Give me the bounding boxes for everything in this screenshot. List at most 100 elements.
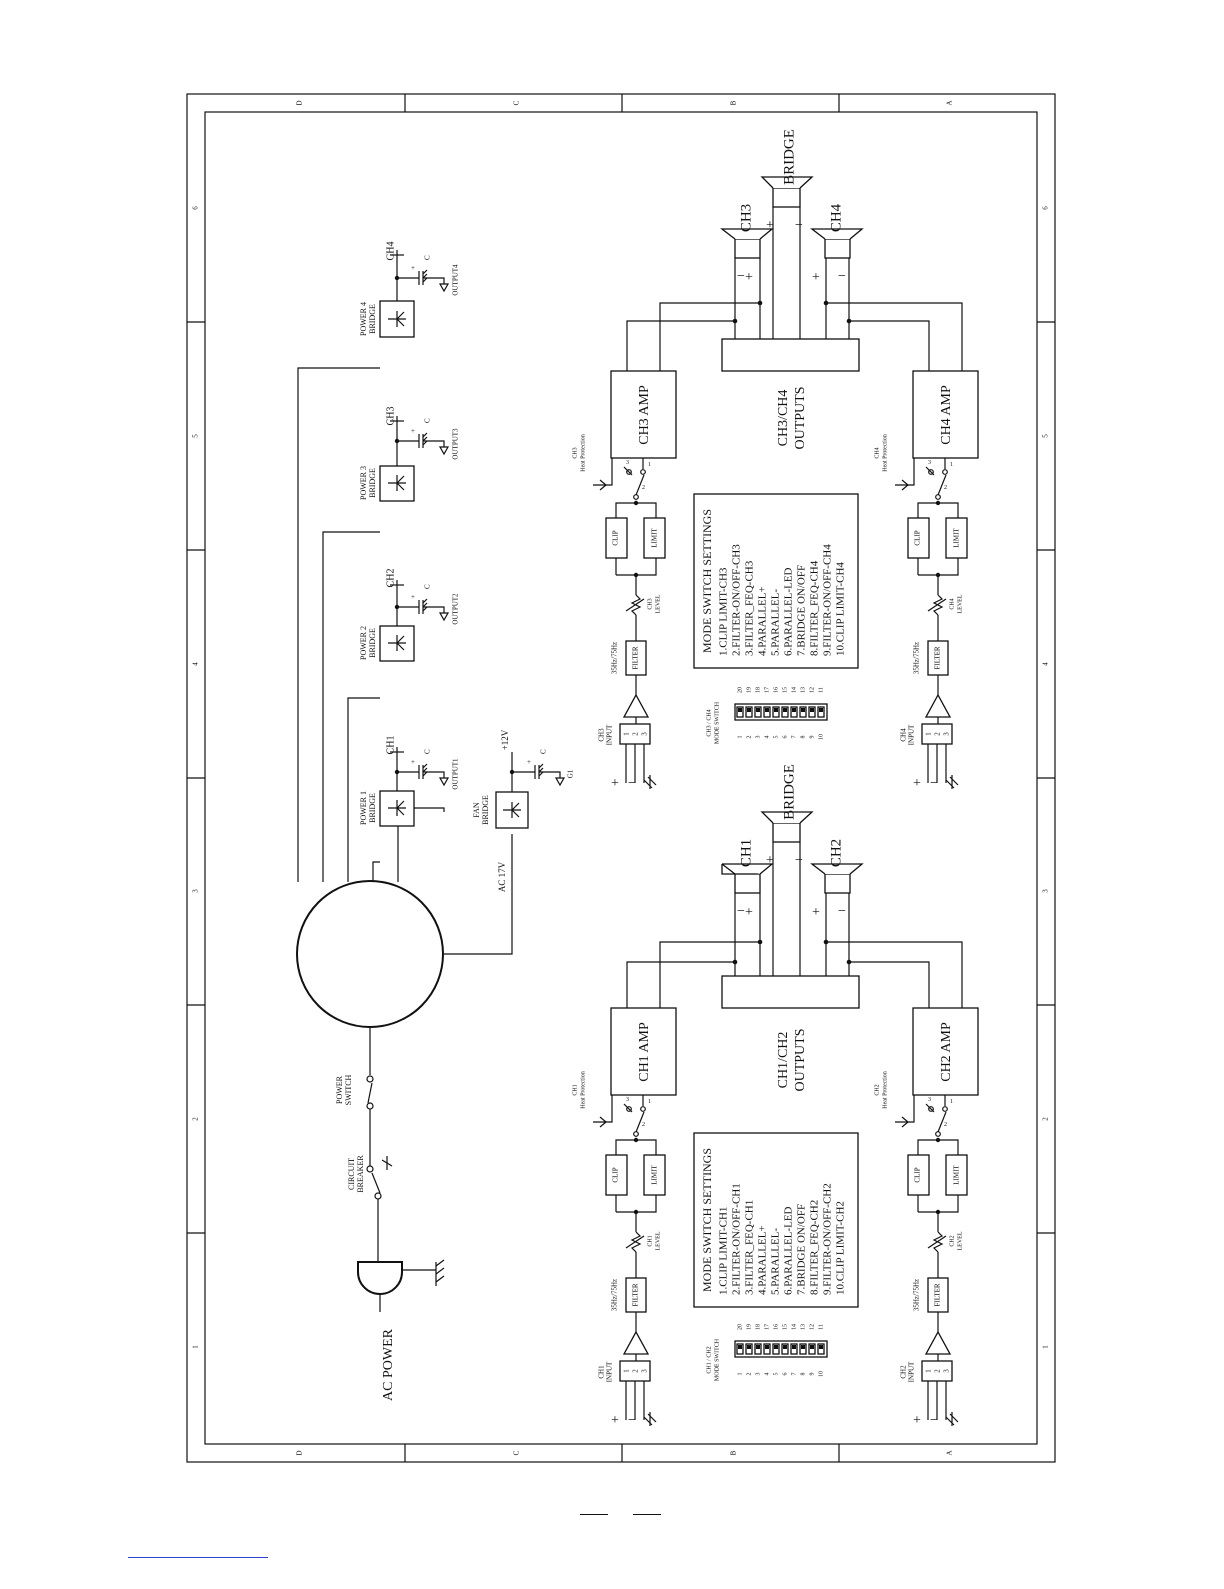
input-pin-number: 3 — [641, 732, 649, 736]
plus-sign: + — [745, 270, 753, 285]
speaker-label-bridge: BRIDGE — [781, 764, 797, 820]
fan-voltage-label: +12V — [500, 729, 510, 750]
junction — [633, 1137, 639, 1143]
switch-pin-number: 1 — [950, 462, 953, 468]
wire — [917, 502, 959, 518]
bridge-label-3a: POWER 3 — [359, 466, 368, 500]
power-switch-label-1: POWER — [335, 1075, 344, 1104]
dip-toggle-knob — [801, 1345, 805, 1349]
level-label-word: LEVEL — [957, 1231, 963, 1250]
arrow-icon — [599, 479, 607, 491]
output-label-2: OUTPUT2 — [452, 593, 460, 625]
switch-pin-number: 3 — [928, 1097, 931, 1103]
mode-setting-item: 3.FILTER_FEQ-CH1 — [744, 1200, 756, 1295]
pot-wiper — [625, 598, 645, 612]
dip-pin-number: 12 — [809, 687, 815, 693]
switch-contact — [928, 469, 934, 475]
dip-pin-number: 8 — [800, 1373, 806, 1376]
switch-contact — [942, 1106, 948, 1112]
bridge-label-4b: BRIDGE — [368, 304, 377, 334]
buffer-amp-icon — [924, 1330, 952, 1355]
mode-setting-item: 5.PARALLEL- — [770, 1228, 782, 1295]
switch-cross — [925, 1103, 935, 1113]
zone-label-right-4: 4 — [1042, 662, 1050, 666]
wire — [615, 1139, 657, 1155]
input-plus-sign: + — [913, 1413, 921, 1428]
dip-pin-number: 19 — [746, 687, 752, 693]
dip-toggle-knob — [792, 1345, 796, 1349]
limit-box — [945, 1154, 968, 1196]
dip-label-line-1: CH1 / CH2 — [706, 1346, 712, 1373]
input-label-word: INPUT — [908, 724, 916, 745]
filter-label: FILTER — [934, 646, 942, 669]
ac17v-label: AC 17V — [497, 861, 507, 892]
dip-toggle-knob — [765, 1345, 769, 1349]
heat-protection-label-word: Heat Protection — [580, 1071, 586, 1109]
zone-label-bottom-b: B — [730, 1450, 738, 1455]
input-pin-number: 2 — [632, 732, 640, 736]
footer-rule-right — [633, 1514, 661, 1515]
speaker-label-ch3: CH3 — [738, 204, 754, 232]
mode-setting-item: 7.BRIDGE ON/OFF — [796, 1204, 808, 1295]
zone-label-right-5: 5 — [1042, 434, 1050, 438]
power-bridge-2: + C CH2 OUTPUT2 POWER 2 BRIDGE — [359, 569, 460, 662]
mode-setting-item: 10.CLIP LIMIT-CH2 — [835, 1201, 847, 1295]
fan-gnd-label: G1 — [567, 769, 575, 778]
junction — [935, 500, 941, 506]
filter-label: FILTER — [632, 646, 640, 669]
bridge-label-2a: POWER 2 — [359, 626, 368, 660]
mode-setting-item: 2.FILTER-ON/OFF-CH1 — [731, 1183, 743, 1295]
fan-bridge: + C +12V G1 FAN BRIDGE — [472, 729, 575, 829]
switch-pin-number: 1 — [648, 1099, 651, 1105]
mode-setting-item: 9.FILTER-ON/OFF-CH2 — [822, 1183, 834, 1295]
input-label-word: INPUT — [606, 724, 614, 745]
dip-toggle-knob — [738, 708, 742, 712]
filter-freq-label: 35Hz/75Hz — [913, 1279, 921, 1311]
minus-sign: − — [838, 269, 846, 284]
level-label-word: LEVEL — [655, 594, 661, 613]
dip-pin-number: 5 — [773, 1373, 779, 1376]
wire — [616, 1195, 657, 1213]
buffer-amp-icon — [622, 1330, 650, 1355]
minus-sign: − — [838, 904, 846, 919]
amp-block — [610, 370, 677, 459]
plus-sign: + — [745, 905, 753, 920]
dip-pin-number: 14 — [791, 1324, 797, 1330]
dip-pin-number: 15 — [782, 687, 788, 693]
arrow-icon — [599, 1116, 607, 1128]
dip-pin-number: 17 — [764, 687, 770, 693]
clip-label: CLIP — [612, 1167, 620, 1182]
limit-label: LIMIT — [953, 528, 961, 548]
dip-pin-number: 3 — [755, 736, 761, 739]
wire — [616, 558, 657, 576]
zone-label-left-1: 1 — [192, 1345, 200, 1349]
dip-pin-number: 1 — [737, 736, 743, 739]
dip-pin-number: 9 — [809, 736, 815, 739]
limit-box — [945, 517, 968, 559]
dip-pin-number: 12 — [809, 1324, 815, 1330]
minus-sign: − — [737, 269, 745, 284]
dip-toggle-knob — [765, 708, 769, 712]
chassis-ground-icon — [945, 1412, 959, 1426]
heat-protection-label-ch: CH3 — [572, 447, 578, 458]
limit-label: LIMIT — [651, 1165, 659, 1185]
bridge-label-4a: POWER 4 — [359, 302, 368, 336]
cap-plus: + — [411, 593, 415, 601]
clip-label: CLIP — [914, 530, 922, 545]
cap-label-1: C — [424, 749, 432, 754]
zone-label-right-3: 3 — [1042, 889, 1050, 893]
dip-toggle-knob — [810, 1345, 814, 1349]
dip-toggle-knob — [774, 708, 778, 712]
level-label-ch: CH1 — [647, 1235, 653, 1246]
input-label-ch: CH4 — [900, 728, 908, 742]
level-label-word: LEVEL — [655, 1231, 661, 1250]
dip-toggle-knob — [747, 708, 751, 712]
minus-sign: − — [795, 218, 803, 233]
wire — [593, 421, 613, 486]
mode-settings-title-1: MODE SWITCH SETTINGS — [700, 1148, 714, 1292]
output-label-4: OUTPUT4 — [452, 264, 460, 296]
zone-label-top-c: C — [513, 100, 521, 105]
